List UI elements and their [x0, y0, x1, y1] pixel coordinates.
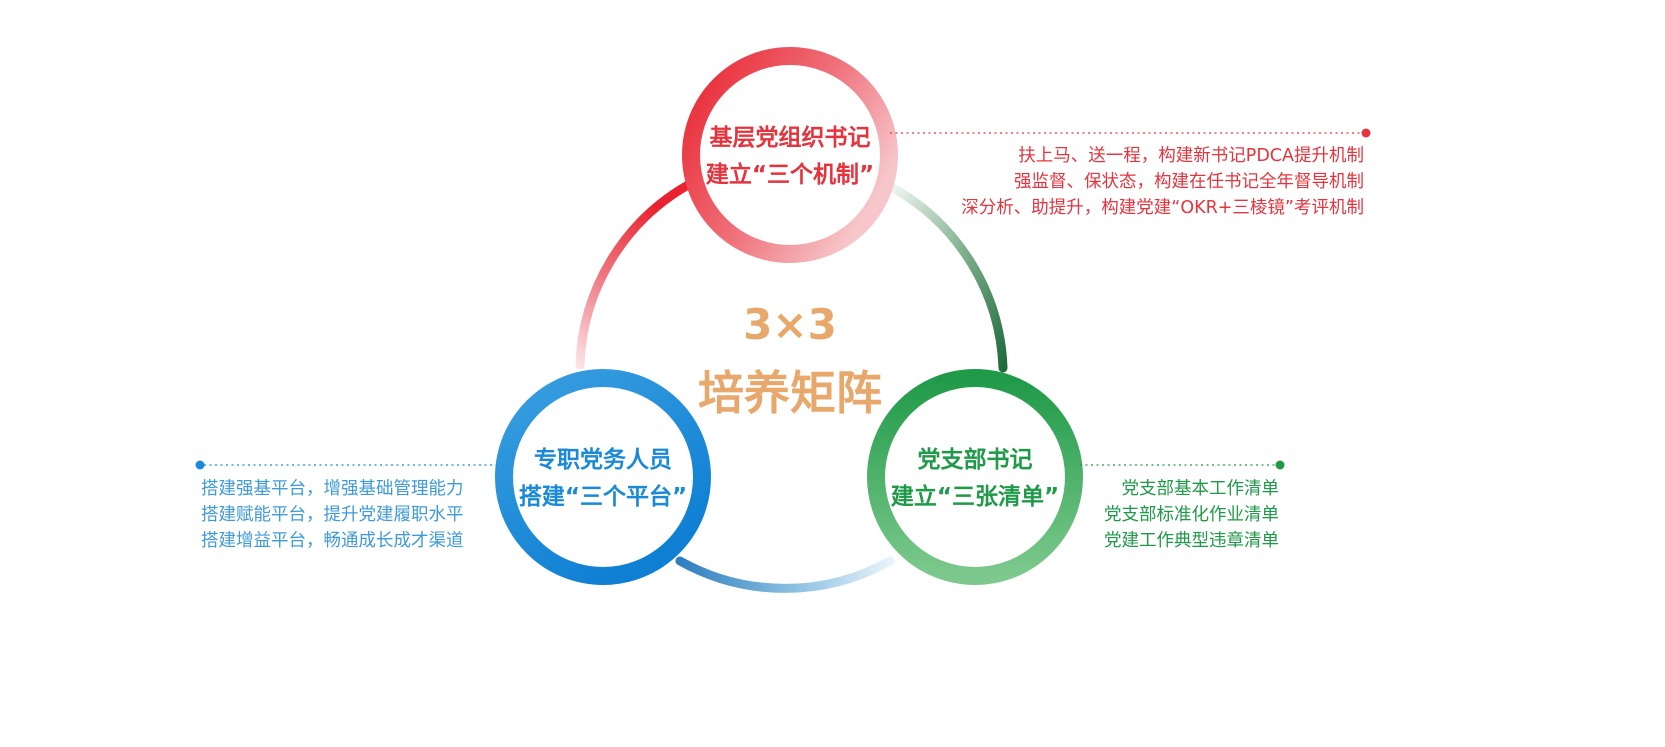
left-node-label: 专职党务人员 搭建“三个平台”: [453, 442, 753, 516]
top-node-ring: [682, 47, 898, 263]
left-desc-item: 搭建强基平台，增强基础管理能力: [201, 479, 464, 499]
right-desc-list: 党支部基本工作清单 党支部标准化作业清单 党建工作典型违章清单: [1104, 476, 1279, 554]
right-node-ring: [867, 369, 1083, 585]
top-node-line1: 基层党组织书记: [709, 125, 871, 151]
arc-right: [888, 183, 1008, 373]
arc-bottom: [675, 556, 895, 593]
left-desc-list: 搭建强基平台，增强基础管理能力 搭建赋能平台，提升党建履职水平 搭建增益平台，畅…: [201, 476, 464, 554]
center-subtitle: 培养矩阵: [698, 366, 882, 420]
right-node-label: 党支部书记 建立“三张清单”: [825, 442, 1125, 516]
right-node-line2: 建立“三张清单”: [890, 484, 1060, 510]
top-node-line2: 建立“三个机制”: [705, 162, 875, 188]
right-node-line1: 党支部书记: [917, 447, 1033, 473]
arc-left: [575, 180, 693, 370]
top-desc-item: 扶上马、送一程，构建新书记PDCA提升机制: [1018, 146, 1364, 166]
left-desc-item: 搭建赋能平台，提升党建履职水平: [201, 505, 464, 525]
left-leader-dot: [195, 460, 205, 470]
right-desc-item: 党支部标准化作业清单: [1104, 505, 1279, 525]
top-desc-item: 强监督、保状态，构建在任书记全年督导机制: [1014, 172, 1364, 192]
center-title: 3×3: [743, 300, 837, 349]
right-leader-dot: [1275, 460, 1285, 470]
top-leader-dot: [1361, 128, 1371, 138]
left-node-ring: [495, 369, 711, 585]
left-desc-item: 搭建增益平台，畅通成长成才渠道: [201, 531, 464, 551]
right-desc-item: 党建工作典型违章清单: [1104, 531, 1279, 551]
left-node-line1: 专职党务人员: [534, 447, 672, 473]
right-desc-item: 党支部基本工作清单: [1121, 479, 1280, 499]
left-node-line2: 搭建“三个平台”: [518, 484, 688, 510]
top-desc-item: 深分析、助提升，构建党建“OKR+三棱镜”考评机制: [961, 198, 1364, 218]
top-desc-list: 扶上马、送一程，构建新书记PDCA提升机制 强监督、保状态，构建在任书记全年督导…: [961, 143, 1364, 221]
top-node-label: 基层党组织书记 建立“三个机制”: [640, 120, 940, 194]
